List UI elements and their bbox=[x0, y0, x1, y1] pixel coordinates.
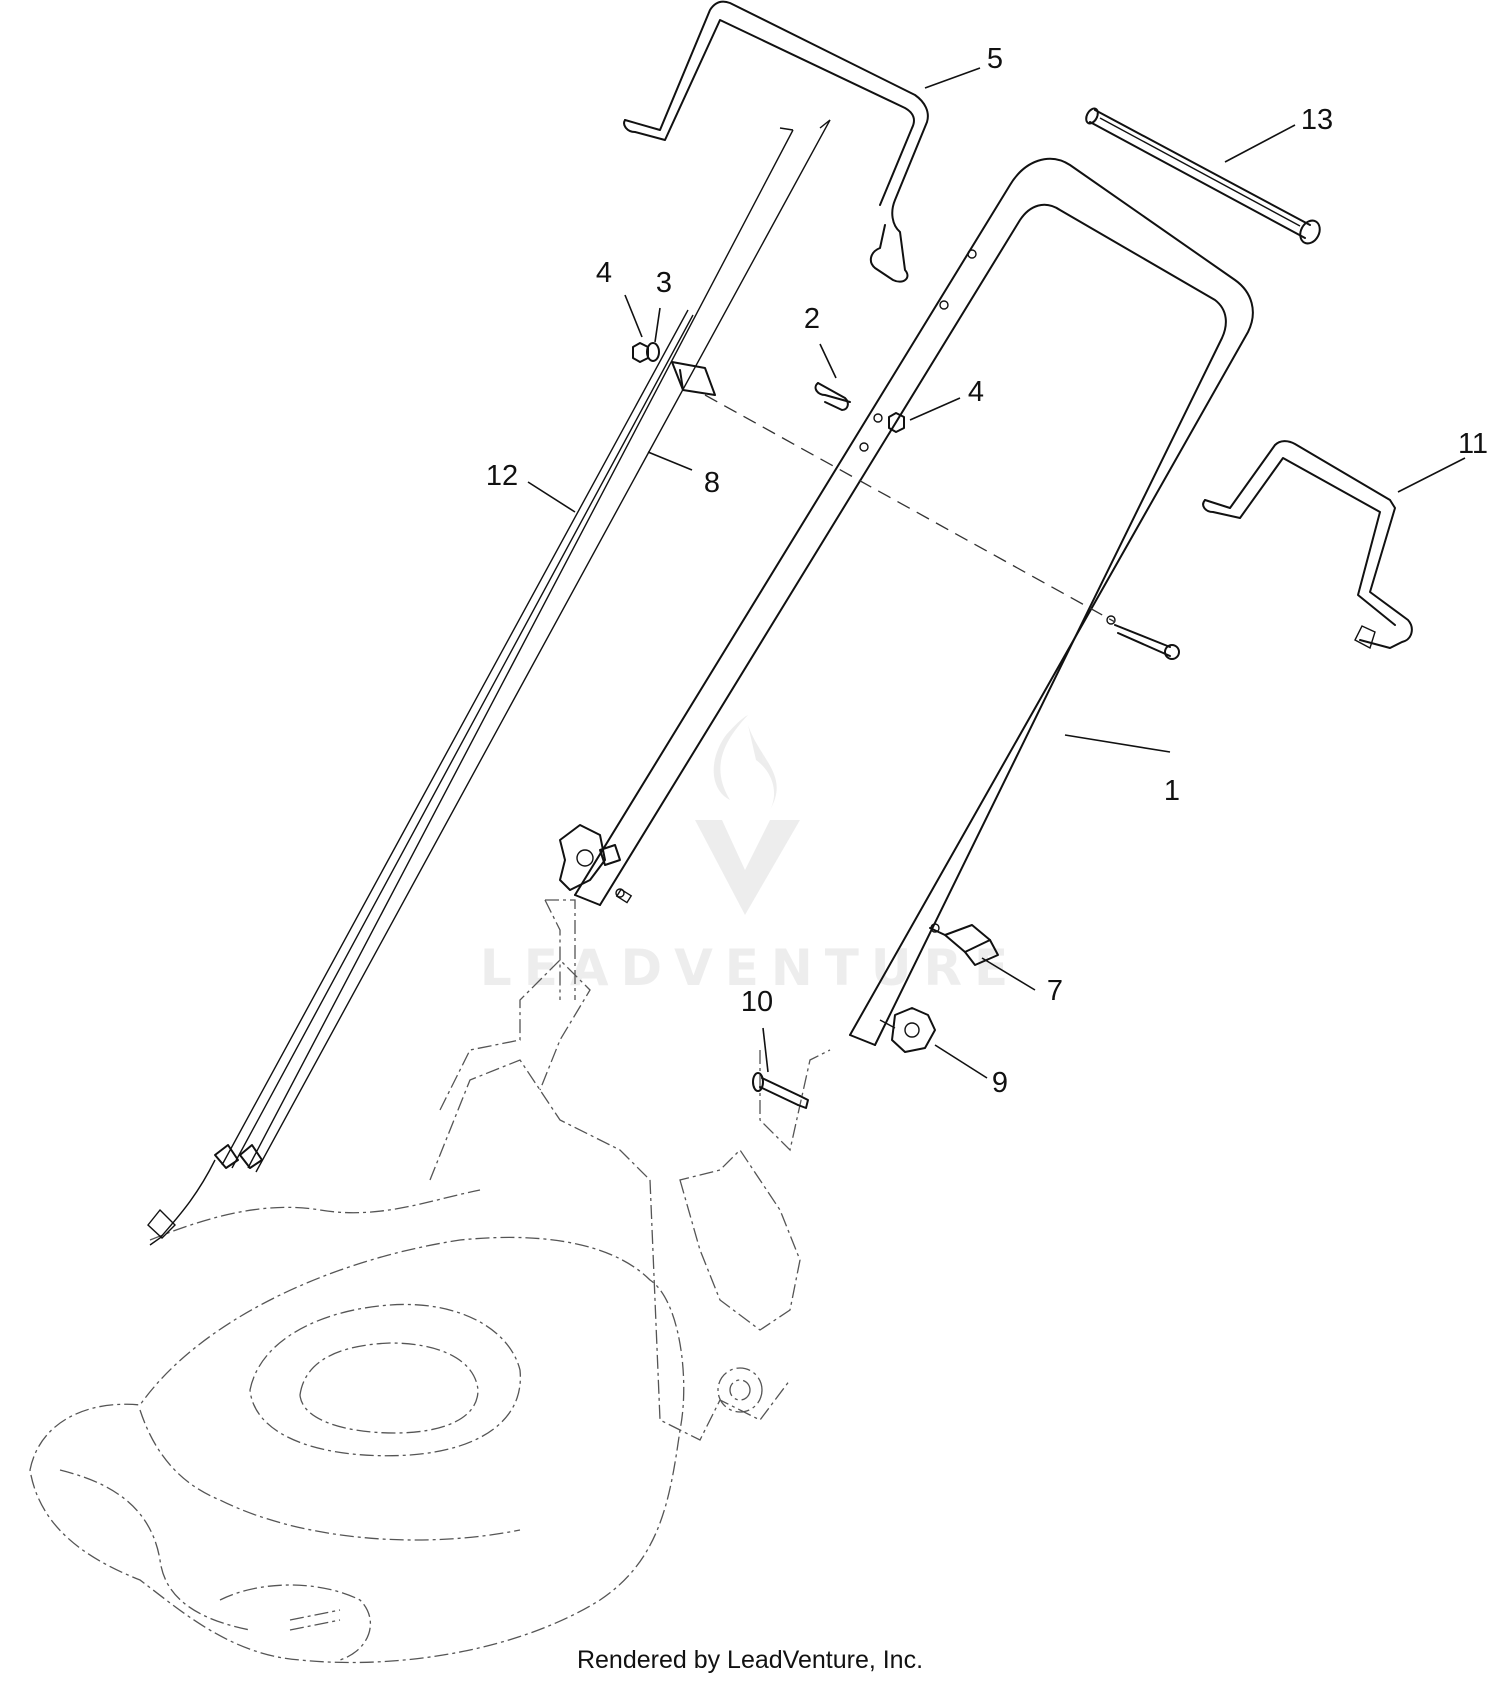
part-12-cable bbox=[147, 309, 694, 1246]
mower-deck-ghost bbox=[29, 899, 831, 1664]
callout-12: 12 bbox=[486, 460, 518, 492]
part-10-bolt bbox=[752, 1072, 809, 1109]
callout-13: 13 bbox=[1301, 104, 1333, 136]
knob-left bbox=[559, 824, 621, 891]
callout-4-right: 4 bbox=[968, 376, 984, 408]
part-4-nut-left bbox=[632, 342, 649, 363]
callout-5: 5 bbox=[987, 43, 1003, 75]
part-2-pin bbox=[814, 382, 851, 411]
part-8-cable bbox=[239, 119, 831, 1173]
part-5-bail bbox=[623, 0, 929, 283]
callout-2: 2 bbox=[804, 303, 820, 335]
part-13-grip bbox=[1085, 107, 1321, 245]
part-4-nut-right bbox=[888, 412, 905, 433]
callout-9: 9 bbox=[992, 1067, 1008, 1099]
part-1-handle bbox=[574, 157, 1254, 1046]
alignment-line bbox=[704, 394, 1116, 623]
callout-7: 7 bbox=[1047, 975, 1063, 1007]
callout-11: 11 bbox=[1458, 428, 1488, 460]
callout-4-left: 4 bbox=[596, 257, 612, 289]
part-9-knob bbox=[879, 1007, 936, 1053]
leadventure-watermark: LEADVENTURE bbox=[480, 715, 1008, 997]
callouts: 1 2 3 4 4 5 7 8 9 10 11 12 13 bbox=[486, 43, 1488, 1099]
leader-lines bbox=[527, 67, 1466, 1079]
bolt-right bbox=[1114, 624, 1180, 660]
callout-8: 8 bbox=[704, 467, 720, 499]
callout-10: 10 bbox=[741, 986, 773, 1018]
callout-1: 1 bbox=[1164, 775, 1180, 807]
footer-credit: Rendered by LeadVenture, Inc. bbox=[576, 1646, 924, 1674]
part-11-bail bbox=[1202, 440, 1413, 650]
cable-clip bbox=[671, 361, 716, 396]
callout-3: 3 bbox=[656, 267, 672, 299]
